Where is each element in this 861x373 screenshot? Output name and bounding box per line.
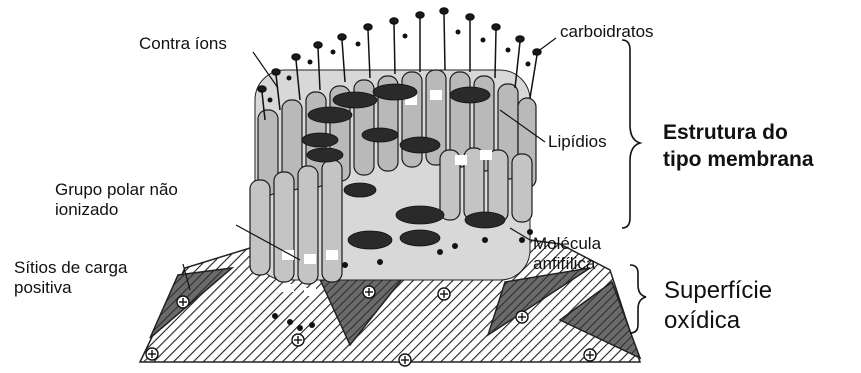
- label-contra-ions: Contra íons: [139, 34, 227, 54]
- positive-charge-icon: [177, 296, 189, 308]
- label-charge-sites-line2: positiva: [14, 278, 127, 298]
- oxide-brace: [630, 265, 646, 333]
- positive-charge-icon: [363, 286, 375, 298]
- label-oxide-surface-line2: oxídica: [664, 306, 772, 336]
- label-polar-group-line1: Grupo polar não: [55, 180, 178, 200]
- positive-charge-icon: [292, 334, 304, 346]
- label-oxide-surface: Superfície oxídica: [664, 276, 772, 336]
- label-polar-group: Grupo polar não ionizado: [55, 180, 178, 219]
- label-amphiphilic-molecule-line1: Molécula: [533, 234, 601, 254]
- positive-charge-icon: [146, 348, 158, 360]
- label-amphiphilic-molecule: Molécula anfifílica: [533, 234, 601, 273]
- label-carbohydrates: carboidratos: [560, 22, 654, 42]
- membrane-brace: [622, 40, 640, 228]
- label-polar-group-line2: ionizado: [55, 200, 178, 220]
- label-amphiphilic-molecule-line2: anfifílica: [533, 254, 601, 274]
- positive-charge-icon: [584, 349, 596, 361]
- positive-charge-icon: [516, 311, 528, 323]
- label-membrane-structure-line2: tipo membrana: [663, 146, 814, 173]
- label-oxide-surface-line1: Superfície: [664, 276, 772, 306]
- label-charge-sites-line1: Sítios de carga: [14, 258, 127, 278]
- label-lipids: Lipídios: [548, 132, 607, 152]
- label-charge-sites: Sítios de carga positiva: [14, 258, 127, 297]
- label-membrane-structure-line1: Estrutura do: [663, 119, 814, 146]
- label-membrane-structure: Estrutura do tipo membrana: [663, 119, 814, 174]
- positive-charge-icon: [399, 354, 411, 366]
- positive-charge-icon: [438, 288, 450, 300]
